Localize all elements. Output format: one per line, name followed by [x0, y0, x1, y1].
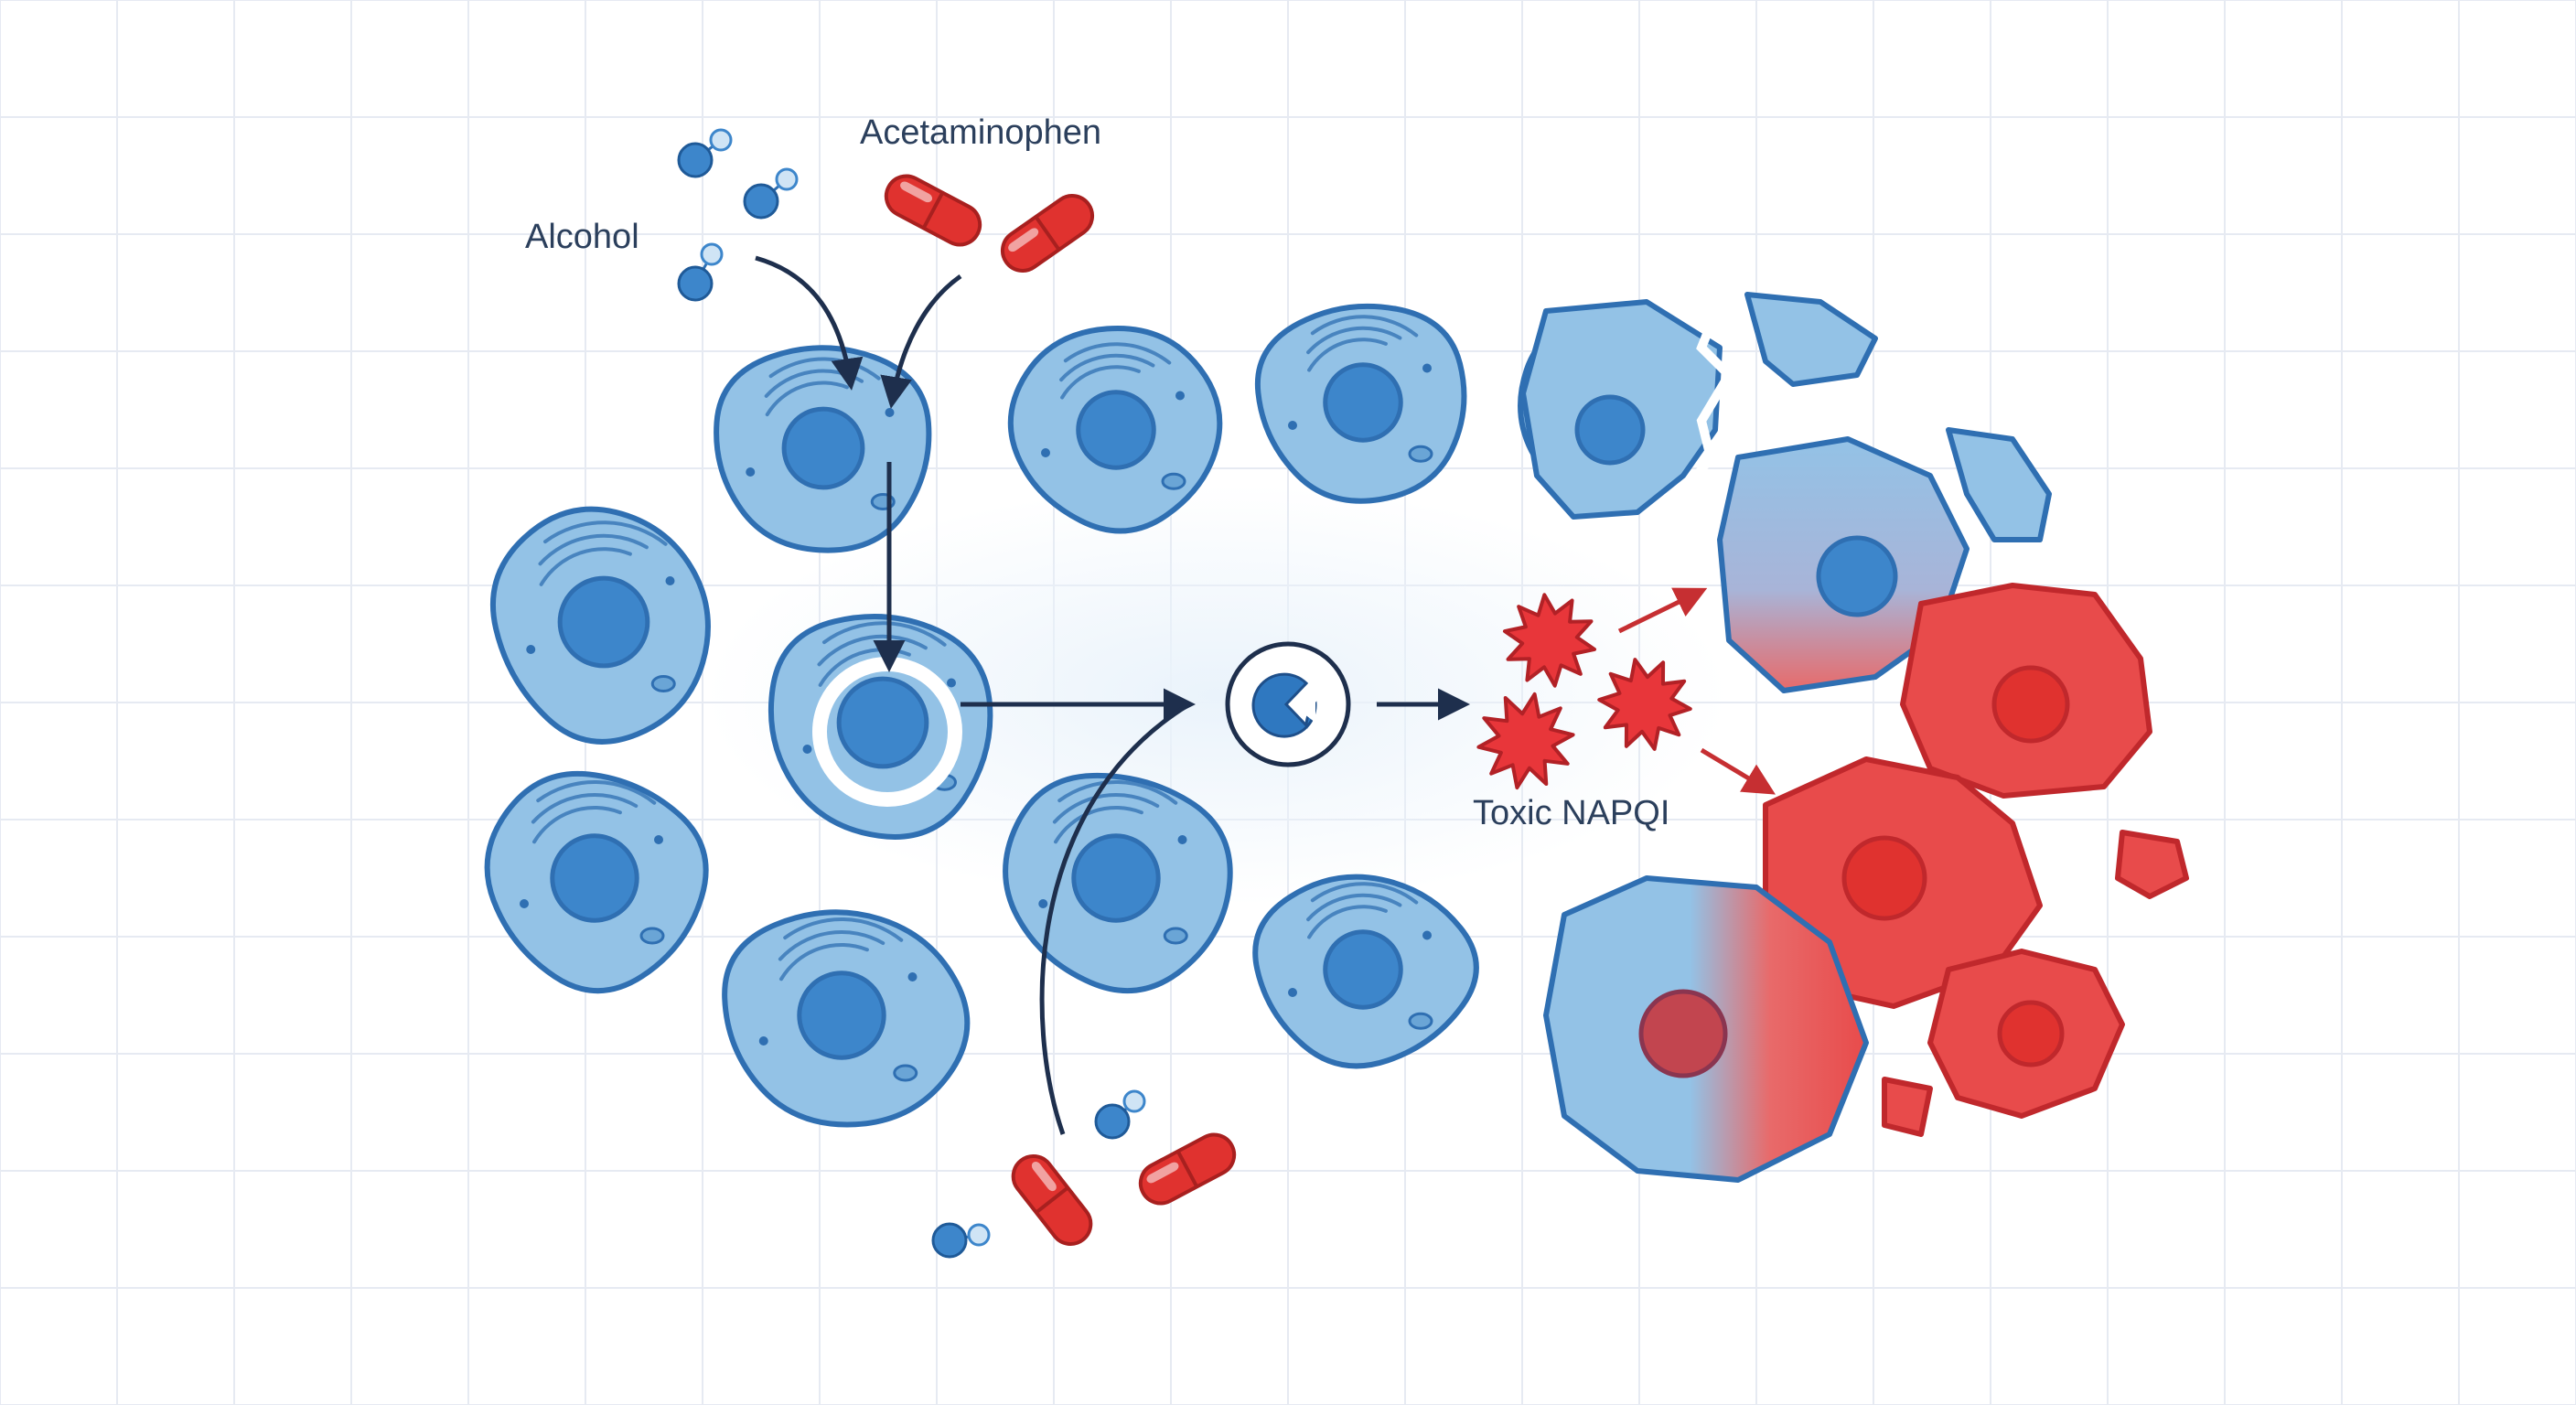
ethanol-molecule-icon [1094, 1089, 1146, 1140]
toxic-napqi-bursts [1476, 593, 1692, 790]
ethanol-molecule-icon [677, 242, 724, 302]
cell-fragment [2115, 830, 2189, 899]
toxin-burst-icon [1503, 593, 1596, 688]
liver-cell [490, 506, 711, 745]
liver-cell [484, 770, 709, 994]
acetaminophen-pills [884, 174, 1237, 1247]
acetaminophen-entry-arrow [880, 273, 962, 409]
nucleus [1997, 1000, 2065, 1067]
nucleus [1841, 835, 1927, 921]
napqi-to-upper-cell-arrow [1617, 587, 1708, 634]
alcohol-entry-arrow [755, 255, 864, 391]
nucleus [781, 406, 865, 490]
enzyme-icon [1225, 641, 1351, 767]
ethanol-molecule-icon [931, 1222, 991, 1259]
liver-cell [722, 909, 971, 1128]
nucleus [1638, 989, 1728, 1078]
damaged-cells [1520, 292, 2189, 1183]
alcohol-molecules [677, 128, 1146, 1259]
nucleus [1816, 535, 1898, 617]
toxin-burst-icon [1476, 692, 1575, 790]
napqi-to-damaged-cell-arrow [1700, 747, 1776, 795]
liver-cell [1252, 874, 1479, 1069]
cell-fragment [1882, 1077, 1933, 1137]
capsule-icon [1138, 1132, 1237, 1206]
nucleus [1574, 394, 1646, 466]
cell-fragment [1744, 292, 1878, 387]
nucleus [1991, 665, 2070, 744]
capsule-icon [1011, 1153, 1093, 1247]
liver-cell [714, 345, 932, 553]
nucleus [1323, 362, 1403, 443]
healthy-cells [484, 303, 1701, 1128]
crack-line [1680, 300, 1735, 497]
capsule-icon [884, 174, 982, 247]
nucleus [797, 971, 886, 1060]
liver-cell [1007, 325, 1223, 534]
acetaminophen-label: Acetaminophen [860, 113, 1102, 152]
ethanol-molecule-icon [743, 167, 799, 220]
toxin-burst-icon [1597, 658, 1692, 751]
nucleus [1323, 929, 1403, 1010]
nucleus [557, 575, 650, 669]
toxic-napqi-label: Toxic NAPQI [1473, 794, 1670, 832]
nucleus [1071, 833, 1161, 923]
nucleus [550, 833, 639, 923]
liver-cell [1254, 303, 1467, 504]
capsule-icon [1000, 194, 1095, 273]
liver-cell [1003, 772, 1233, 994]
ethanol-molecule-icon [677, 128, 733, 178]
nucleus [836, 676, 929, 769]
alcohol-label: Alcohol [525, 218, 639, 256]
cell-fragment [1946, 427, 2052, 542]
bottom-entry-arrow [1039, 702, 1191, 1135]
nucleus [1076, 390, 1156, 470]
pathway-arrows [755, 255, 1776, 1135]
